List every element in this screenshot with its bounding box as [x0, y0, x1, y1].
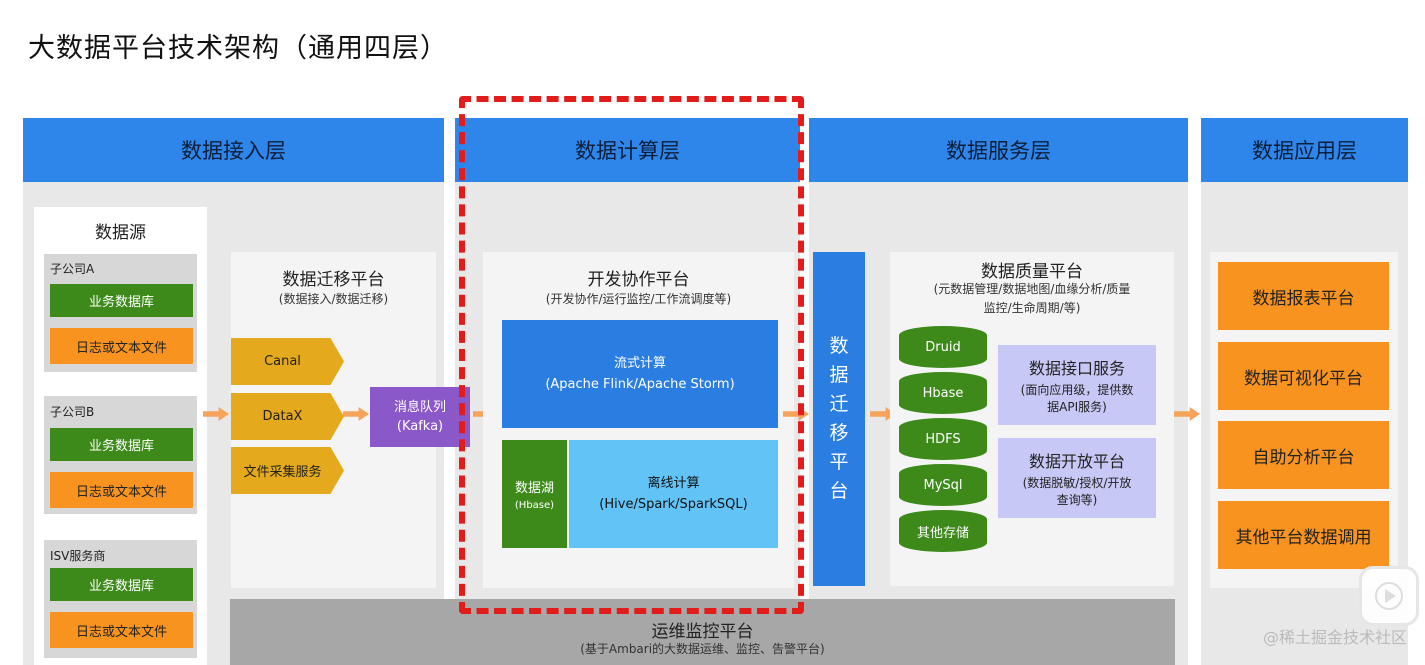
- ingest-layer-header: 数据接入层: [23, 118, 444, 182]
- vertical-char: 平: [829, 451, 849, 473]
- canal-tool: Canal: [231, 338, 344, 385]
- vertical-migration-platform: 数 据 迁 移 平 台: [813, 252, 865, 586]
- api-service-title: 数据接口服务: [1028, 358, 1125, 378]
- compute-layer-header: 数据计算层: [455, 118, 800, 182]
- open-platform-sub1: (数据脱敏/授权/开放: [1022, 475, 1132, 490]
- stream-compute-line1: 流式计算: [613, 356, 666, 371]
- quality-platform-sub2: 监控/生命周期/等): [983, 301, 1081, 315]
- ops-monitor-title: 运维监控平台: [651, 622, 754, 642]
- highlight-frame: [459, 96, 804, 614]
- datasource-title: 数据源: [95, 223, 146, 243]
- stream-compute-line2: (Apache Flink/Apache Storm): [545, 377, 735, 392]
- hdfs-storage: HDFS: [899, 418, 987, 460]
- vertical-char: 台: [829, 480, 849, 502]
- data-lake-line1: 数据湖: [514, 481, 554, 496]
- batch-compute-line2: (Hive/Spark/SparkSQL): [599, 497, 748, 512]
- page-title: 大数据平台技术架构（通用四层）: [28, 33, 448, 64]
- api-service-box: 数据接口服务 (面向应用级，提供数 据API服务): [998, 345, 1156, 425]
- vertical-char: 迁: [829, 393, 849, 415]
- log-file-isv: 日志或文本文件: [50, 612, 193, 648]
- open-platform-box: 数据开放平台 (数据脱敏/授权/开放 查询等): [998, 438, 1156, 518]
- open-platform-title: 数据开放平台: [1028, 451, 1125, 471]
- quality-platform-sub1: (元数据管理/数据地图/血缘分析/质量: [933, 282, 1131, 296]
- batch-compute-line1: 离线计算: [647, 476, 700, 491]
- open-platform-sub2: 查询等): [1056, 492, 1098, 507]
- data-lake-line2: (Hbase): [514, 500, 555, 511]
- service-layer-header: 数据服务层: [809, 118, 1188, 182]
- source-group-a-label: 子公司A: [50, 262, 95, 276]
- batch-compute-box: 离线计算 (Hive/Spark/SparkSQL): [569, 440, 778, 548]
- play-icon: [1375, 582, 1403, 610]
- app-layer-header: 数据应用层: [1201, 118, 1408, 182]
- kafka-queue: 消息队列 (Kafka): [370, 387, 470, 447]
- vertical-char: 据: [829, 364, 849, 386]
- log-file-a: 日志或文本文件: [50, 328, 193, 364]
- other-platform-call: 其他平台数据调用: [1218, 501, 1389, 569]
- migration-platform-title: 数据迁移平台: [282, 270, 385, 290]
- source-group-isv-label: ISV服务商: [50, 549, 106, 563]
- kafka-queue-line1: 消息队列: [393, 400, 446, 415]
- mysql-storage: MySql: [899, 464, 987, 506]
- source-group-b-label: 子公司B: [50, 405, 95, 419]
- stream-compute-box: 流式计算 (Apache Flink/Apache Storm): [502, 320, 778, 428]
- vertical-char: 移: [829, 422, 849, 444]
- other-storage: 其他存储: [899, 510, 987, 552]
- data-lake-box: 数据湖 (Hbase): [502, 440, 567, 548]
- report-platform: 数据报表平台: [1218, 262, 1389, 330]
- file-collect-tool: 文件采集服务: [231, 447, 344, 494]
- druid-storage: Druid: [899, 326, 987, 368]
- migration-platform-sub: (数据接入/数据迁移): [278, 292, 389, 306]
- hbase-storage: Hbase: [899, 372, 987, 414]
- dev-collab-sub: (开发协作/运行监控/工作流调度等): [545, 292, 732, 306]
- play-button[interactable]: [1359, 566, 1419, 626]
- business-db-isv: 业务数据库: [50, 568, 193, 601]
- kafka-queue-line2: (Kafka): [396, 419, 444, 434]
- vertical-char: 数: [829, 335, 849, 357]
- api-service-sub2: 据API服务): [1047, 399, 1107, 414]
- self-analysis-platform: 自助分析平台: [1218, 421, 1389, 489]
- business-db-a: 业务数据库: [50, 284, 193, 317]
- ops-monitor-sub: (基于Ambari的大数据运维、监控、告警平台): [580, 642, 825, 656]
- dev-collab-title: 开发协作平台: [587, 270, 690, 290]
- watermark: @稀土掘金技术社区: [1262, 628, 1407, 647]
- quality-platform-title: 数据质量平台: [981, 262, 1083, 282]
- log-file-b: 日志或文本文件: [50, 472, 193, 508]
- datax-tool: DataX: [231, 393, 344, 440]
- visualization-platform: 数据可视化平台: [1218, 342, 1389, 410]
- business-db-b: 业务数据库: [50, 428, 193, 461]
- api-service-sub1: (面向应用级，提供数: [1020, 382, 1134, 397]
